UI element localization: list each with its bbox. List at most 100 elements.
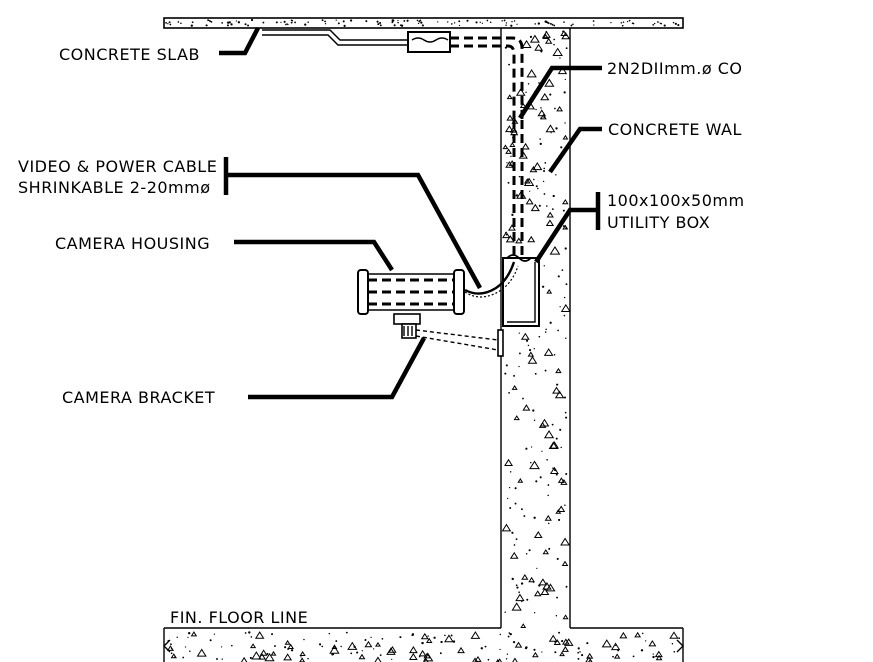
concrete-speckle bbox=[553, 43, 555, 46]
concrete-speckle bbox=[564, 247, 567, 250]
concrete-speckle bbox=[486, 19, 489, 22]
concrete-speckle bbox=[374, 656, 382, 662]
concrete-speckle bbox=[556, 105, 564, 112]
concrete-speckle bbox=[612, 655, 614, 658]
concrete-speckle bbox=[592, 20, 595, 22]
concrete-speckle bbox=[506, 653, 509, 655]
concrete-speckle bbox=[511, 20, 513, 23]
concrete-speckle bbox=[511, 384, 518, 390]
concrete-speckle bbox=[480, 647, 483, 650]
concrete-speckle bbox=[379, 24, 382, 27]
concrete-speckle bbox=[562, 209, 565, 212]
concrete-speckle bbox=[542, 33, 549, 40]
concrete-speckle bbox=[553, 24, 556, 27]
concrete-speckle bbox=[555, 615, 558, 617]
concrete-speckle bbox=[546, 288, 553, 294]
concrete-speckle bbox=[520, 582, 524, 585]
concrete-speckle bbox=[525, 646, 528, 649]
concrete-speckle bbox=[541, 651, 543, 653]
concrete-speckle bbox=[560, 146, 563, 149]
concrete-speckle bbox=[555, 473, 558, 476]
concrete-speckle bbox=[213, 633, 216, 635]
concrete-speckle bbox=[543, 430, 555, 439]
concrete-speckle bbox=[196, 648, 207, 657]
concrete-speckle bbox=[506, 114, 514, 121]
concrete-speckle bbox=[538, 578, 548, 586]
concrete-speckle bbox=[182, 656, 185, 659]
concrete-speckle bbox=[501, 523, 512, 532]
concrete-speckle bbox=[206, 24, 208, 27]
concrete-speckle bbox=[560, 446, 562, 449]
label-cable-line1: VIDEO & POWER CABLE bbox=[18, 157, 217, 176]
concrete-speckle bbox=[417, 22, 420, 25]
concrete-speckle bbox=[450, 23, 453, 25]
concrete-speckle bbox=[221, 22, 224, 24]
concrete-speckle bbox=[271, 633, 274, 636]
concrete-speckle bbox=[420, 632, 429, 640]
concrete-speckle bbox=[335, 640, 338, 643]
leader-camera-housing bbox=[234, 239, 394, 272]
concrete-speckle bbox=[503, 19, 506, 22]
concrete-speckle bbox=[364, 638, 367, 641]
concrete-speckle bbox=[299, 650, 306, 657]
concrete-speckle bbox=[285, 23, 287, 26]
concrete-speckle bbox=[335, 19, 337, 21]
concrete-speckle bbox=[544, 514, 552, 521]
concrete-speckle bbox=[534, 23, 536, 25]
concrete-speckle bbox=[522, 404, 531, 411]
video-power-cable bbox=[464, 261, 519, 298]
concrete-speckle bbox=[544, 37, 553, 44]
concrete-speckle bbox=[409, 646, 418, 654]
concrete-speckle bbox=[513, 374, 516, 377]
concrete-speckle bbox=[165, 22, 167, 24]
concrete-speckle bbox=[361, 650, 363, 652]
concrete-speckle bbox=[545, 219, 555, 227]
concrete-speckle bbox=[515, 237, 523, 244]
concrete-speckle bbox=[527, 235, 536, 243]
concrete-speckle bbox=[534, 372, 537, 375]
concrete-speckle bbox=[564, 504, 566, 506]
concrete-speckle bbox=[423, 657, 429, 662]
leader-concrete-wall bbox=[548, 126, 602, 174]
concrete-speckle bbox=[466, 19, 469, 22]
concrete-speckle bbox=[565, 47, 568, 50]
concrete-speckle bbox=[549, 321, 552, 324]
concrete-speckle bbox=[652, 23, 655, 26]
concrete-speckle bbox=[537, 22, 541, 25]
concrete-speckle bbox=[167, 23, 169, 25]
concrete-speckle bbox=[280, 21, 282, 23]
concrete-speckle bbox=[557, 275, 560, 278]
concrete-speckle bbox=[501, 20, 503, 22]
concrete-speckle bbox=[403, 20, 406, 22]
concrete-speckle bbox=[321, 645, 324, 648]
concrete-speckle bbox=[551, 208, 554, 211]
concrete-speckle bbox=[655, 654, 663, 661]
concrete-speckle bbox=[554, 651, 557, 654]
concrete-speckle bbox=[533, 648, 536, 651]
concrete-speckle bbox=[557, 505, 566, 513]
concrete-speckle bbox=[247, 24, 250, 27]
concrete-speckle bbox=[505, 235, 515, 243]
concrete-speckle bbox=[549, 93, 552, 96]
concrete-speckle bbox=[527, 83, 530, 85]
concrete-speckle bbox=[529, 460, 540, 470]
concrete-speckle bbox=[543, 167, 546, 170]
concrete-speckle bbox=[187, 636, 189, 639]
concrete-speckle bbox=[509, 471, 512, 473]
concrete-speckle bbox=[377, 23, 380, 26]
concrete-speckle bbox=[559, 306, 561, 308]
concrete-speckle bbox=[505, 161, 514, 168]
concrete-speckle bbox=[259, 649, 268, 656]
concrete-speckle bbox=[329, 645, 340, 654]
concrete-speckle bbox=[558, 518, 561, 522]
concrete-speckle bbox=[418, 20, 421, 23]
concrete-speckle bbox=[561, 646, 569, 652]
leader-utility-box bbox=[534, 207, 598, 264]
concrete-speckle bbox=[444, 634, 454, 643]
concrete-speckle bbox=[551, 23, 554, 26]
concrete-speckle bbox=[533, 531, 543, 539]
concrete-speckle bbox=[299, 657, 306, 662]
concrete-speckle bbox=[509, 632, 512, 636]
concrete-speckle bbox=[350, 652, 353, 655]
label-camera-bracket: CAMERA BRACKET bbox=[62, 388, 215, 407]
